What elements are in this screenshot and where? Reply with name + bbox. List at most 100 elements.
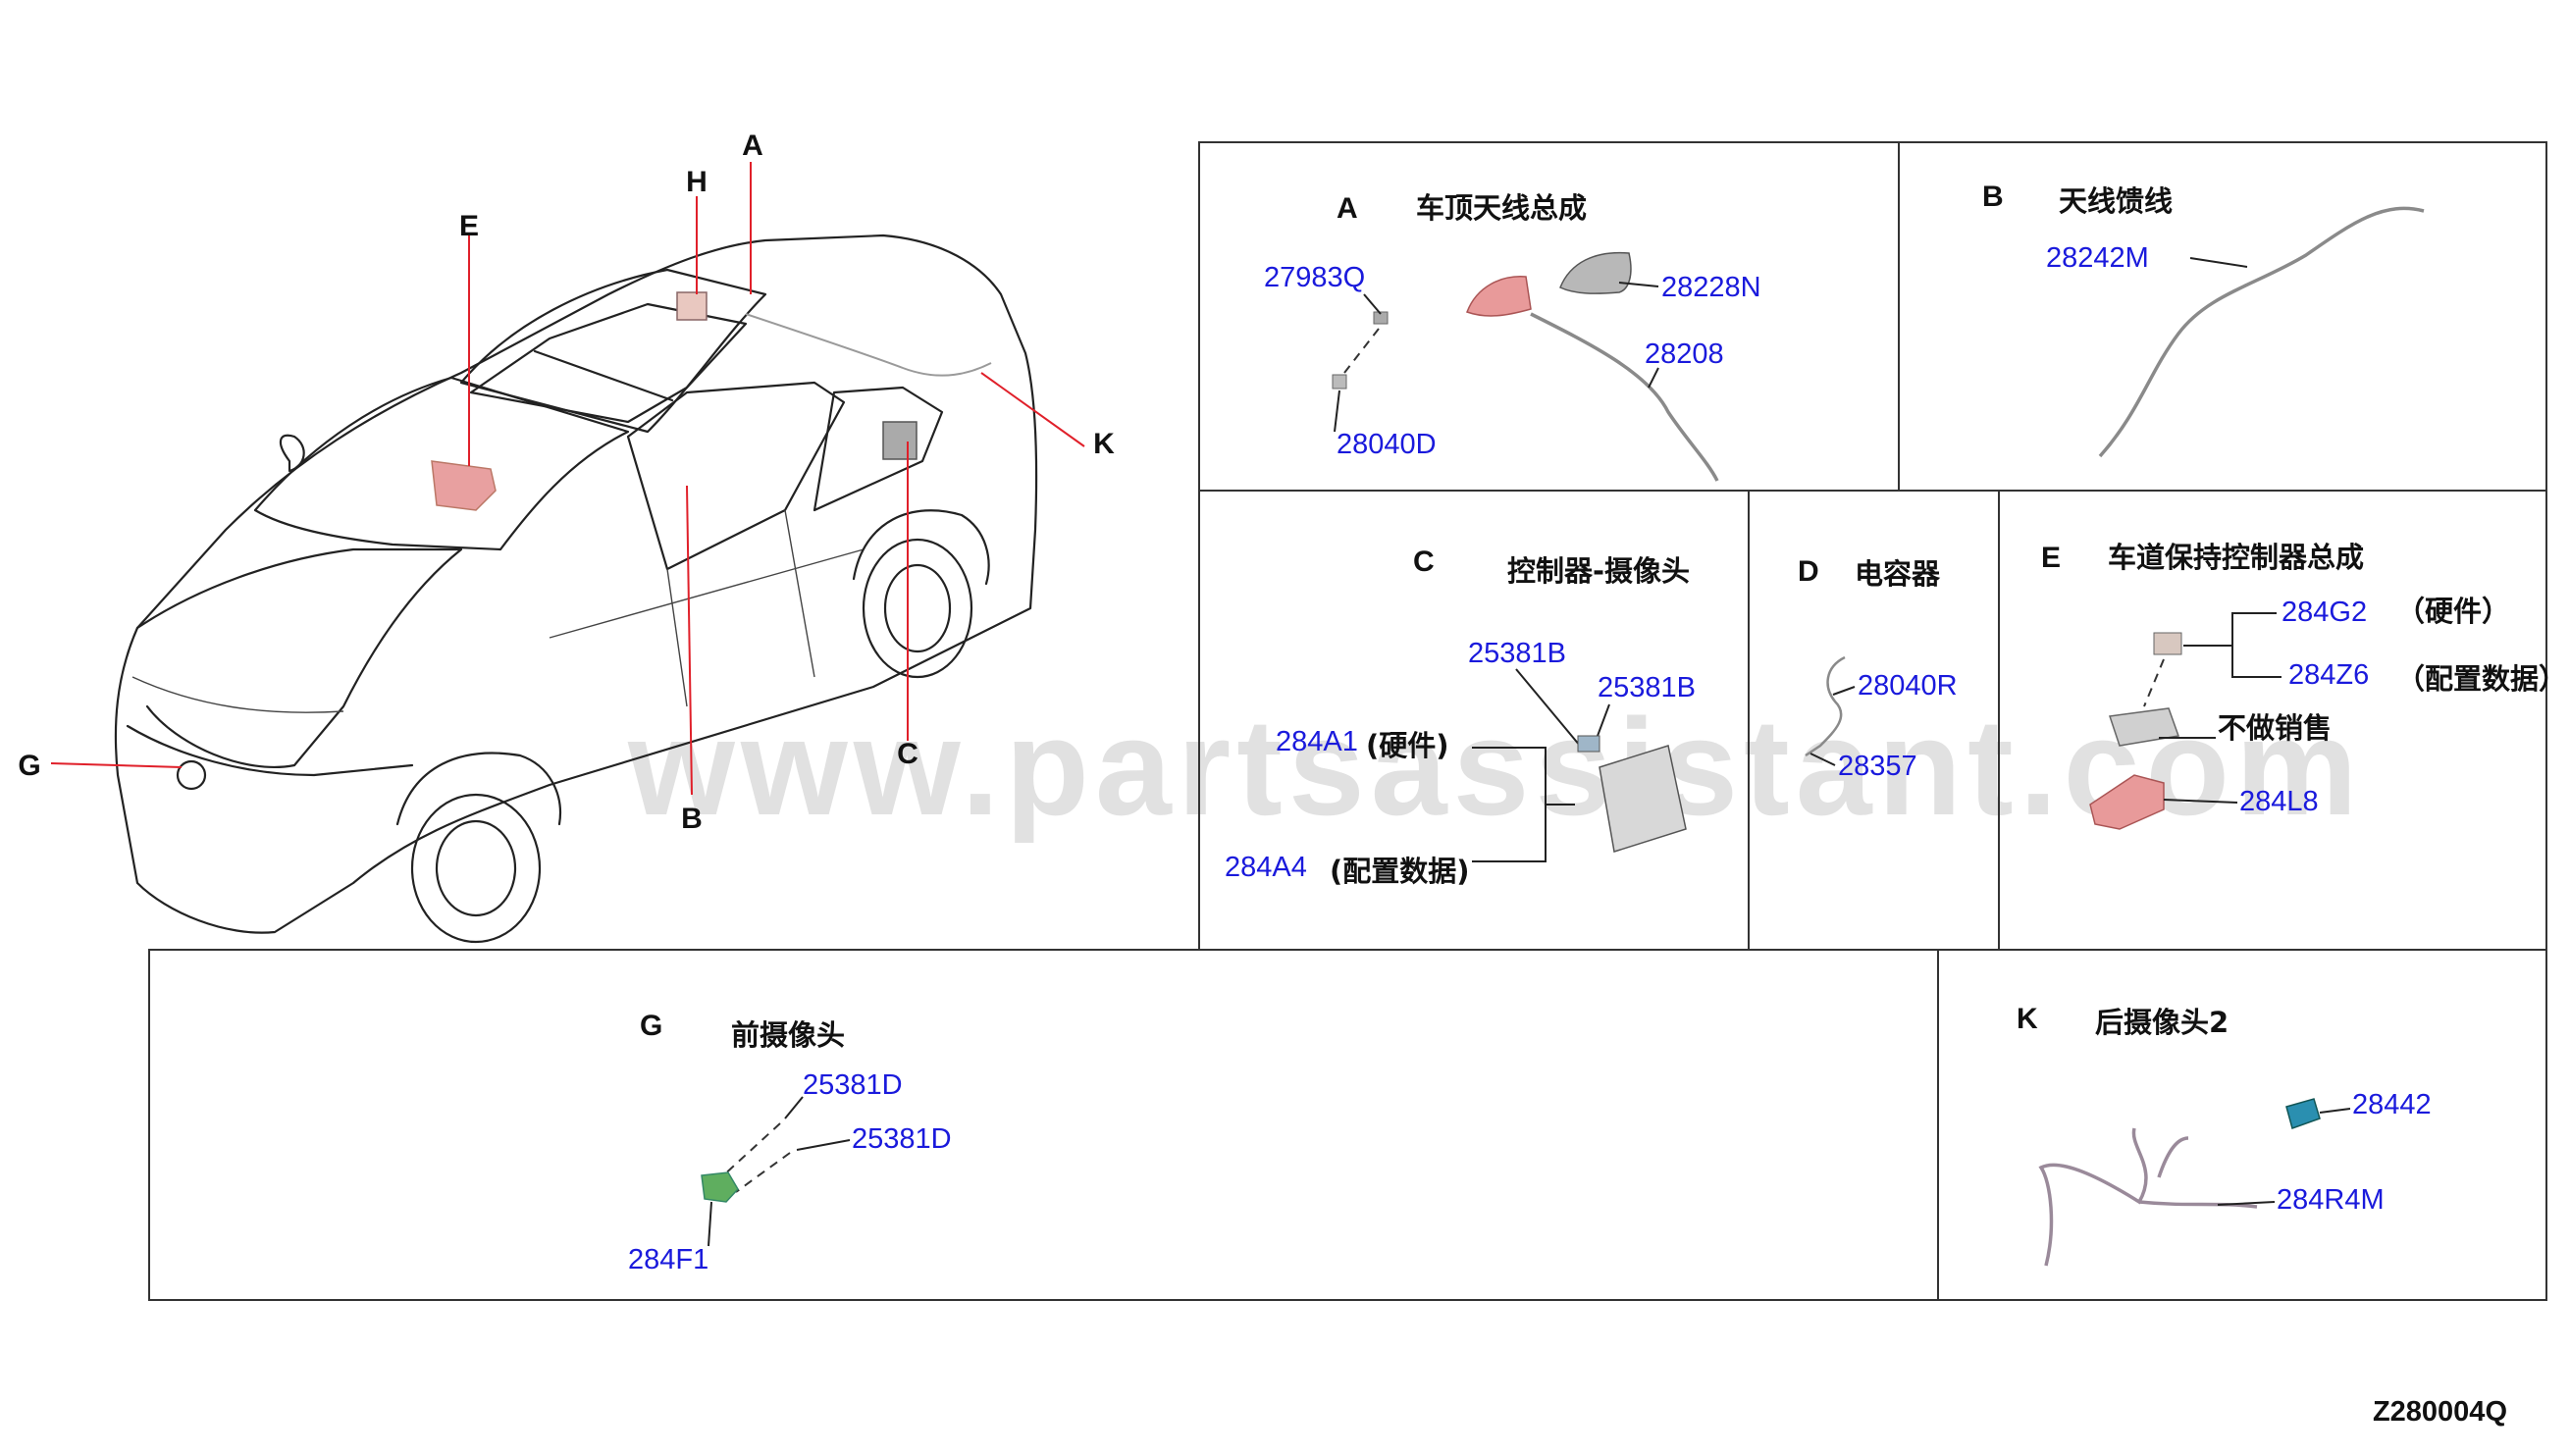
- panel-c-letter: C: [1413, 546, 1435, 578]
- car-front-wheel-arch: [395, 752, 562, 826]
- car-front-wheel: [410, 793, 542, 944]
- callout-c: C: [897, 738, 918, 770]
- panel-k: K 后摄像头2 28442 284R4M: [2017, 1003, 2432, 1267]
- panel-e: E 车道保持控制器总成 284G2 （硬件） 284Z6 （配置数据） 不做销售…: [2041, 541, 2567, 830]
- watermark: www.partsassistant.com: [627, 690, 2363, 844]
- part-284f1: 284F1: [628, 1244, 708, 1275]
- roof-harness: [745, 313, 992, 377]
- panel-g-letter: G: [640, 1010, 662, 1042]
- dash-g-2: [735, 1152, 791, 1193]
- leader-28242m: [2189, 257, 2248, 268]
- note-not-sold: 不做销售: [2218, 711, 2332, 745]
- part-284l8: 284L8: [2239, 786, 2319, 817]
- callout-lines: [50, 162, 1085, 796]
- camera-controller-unit: [1599, 745, 1687, 853]
- panel-a-letter: A: [1337, 192, 1358, 225]
- antenna-cable: [1530, 312, 1719, 482]
- lane-controller-part: [431, 460, 497, 511]
- panel-g-title: 前摄像头: [731, 1018, 845, 1052]
- car-door-lines: [549, 509, 865, 707]
- note-284a1: (硬件): [1366, 729, 1449, 762]
- panel-borders: [148, 141, 2547, 1301]
- dash-27983q: [1343, 328, 1380, 374]
- car-overview: [114, 234, 1038, 944]
- part-28242m: 28242M: [2046, 242, 2149, 274]
- leader-28040d: [1334, 390, 1340, 433]
- leader-28442: [2319, 1108, 2351, 1114]
- part-28357: 28357: [1838, 751, 1917, 782]
- car-rear-window: [813, 386, 944, 512]
- callout-e: E: [459, 210, 479, 242]
- car-logo: [176, 759, 207, 791]
- bracket-284g2-z6: [2231, 612, 2282, 678]
- car-rear-wheel: [862, 538, 973, 679]
- car-body-outline: [114, 234, 1038, 934]
- car-front-window: [626, 381, 846, 571]
- car-front-bumper: [126, 724, 414, 777]
- part-284a4: 284A4: [1225, 852, 1307, 883]
- roof-module-h: [676, 291, 708, 321]
- front-camera-unit: [701, 1171, 739, 1203]
- leader-25381d-1: [784, 1096, 804, 1119]
- panel-d-title: 电容器: [1855, 557, 1941, 591]
- part-284z6: 284Z6: [2288, 659, 2369, 691]
- panel-k-letter: K: [2017, 1003, 2038, 1035]
- feeder-cable: [2098, 206, 2425, 458]
- panel-a: A 车顶天线总成 27983Q 28228N 28208 28040D: [1264, 191, 1761, 482]
- part-28040r: 28040R: [1858, 670, 1958, 702]
- panel-g: G 前摄像头 25381D 25381D 284F1: [628, 1010, 952, 1275]
- part-284r4m: 284R4M: [2277, 1184, 2385, 1216]
- antenna-base-red: [1466, 276, 1532, 317]
- callout-k: K: [1093, 428, 1115, 460]
- panel-b: B 天线馈线 28242M: [1982, 181, 2425, 458]
- part-284a1: 284A1: [1276, 726, 1358, 757]
- car-rear-rim: [883, 563, 952, 653]
- capacitor-wire: [1805, 655, 1846, 757]
- leader-284l8: [2163, 799, 2238, 804]
- part-284g2: 284G2: [2282, 597, 2367, 628]
- rear-camera-unit: [2285, 1098, 2321, 1129]
- rear-camera-harness: [2038, 1127, 2258, 1267]
- connector-c: [1577, 735, 1600, 753]
- part-28208: 28208: [1645, 338, 1724, 370]
- e-dash: [2143, 658, 2165, 707]
- panel-e-title: 车道保持控制器总成: [2108, 541, 2364, 574]
- callout-g: G: [18, 750, 40, 782]
- part-25381d-1: 25381D: [803, 1069, 903, 1101]
- part-27983q: 27983Q: [1264, 262, 1365, 293]
- car-mirror: [279, 434, 305, 473]
- panel-d: D 电容器 28040R 28357: [1798, 555, 1958, 782]
- car-hood: [135, 547, 463, 769]
- antenna-shark-fin: [1559, 251, 1632, 294]
- part-28442: 28442: [2352, 1089, 2432, 1120]
- leader-28040r: [1832, 686, 1856, 696]
- leader-28228n: [1618, 282, 1659, 287]
- callout-line-b: [686, 485, 693, 796]
- callout-a: A: [742, 130, 763, 162]
- car-windshield: [253, 376, 630, 551]
- e-connector: [2153, 632, 2182, 655]
- diagram-code: Z280004Q: [2373, 1396, 2507, 1428]
- car-roof: [459, 268, 767, 434]
- part-28040d: 28040D: [1337, 429, 1437, 460]
- leader-284r4m: [2217, 1201, 2276, 1206]
- leader-284f1: [708, 1201, 712, 1247]
- note-284a4: (配置数据): [1330, 855, 1470, 888]
- leader-25381d-2: [796, 1139, 851, 1151]
- part-28228n: 28228N: [1661, 272, 1761, 303]
- leader-28208: [1648, 367, 1659, 389]
- panel-c-title: 控制器-摄像头: [1507, 554, 1690, 588]
- e-bracket-part: [2109, 707, 2180, 747]
- callout-line-g: [50, 762, 183, 768]
- lane-controller-unit: [2089, 774, 2165, 830]
- panel-b-letter: B: [1982, 181, 2004, 213]
- note-284g2: （硬件）: [2396, 595, 2510, 628]
- leader-28357: [1809, 753, 1836, 766]
- panel-b-title: 天线馈线: [2059, 184, 2173, 218]
- lower-panels-frame: [148, 949, 2547, 1301]
- panel-d-letter: D: [1798, 555, 1819, 588]
- car-grille-line: [131, 676, 344, 713]
- panel-k-title: 后摄像头2: [2095, 1006, 2229, 1039]
- car-front-rim: [435, 819, 517, 917]
